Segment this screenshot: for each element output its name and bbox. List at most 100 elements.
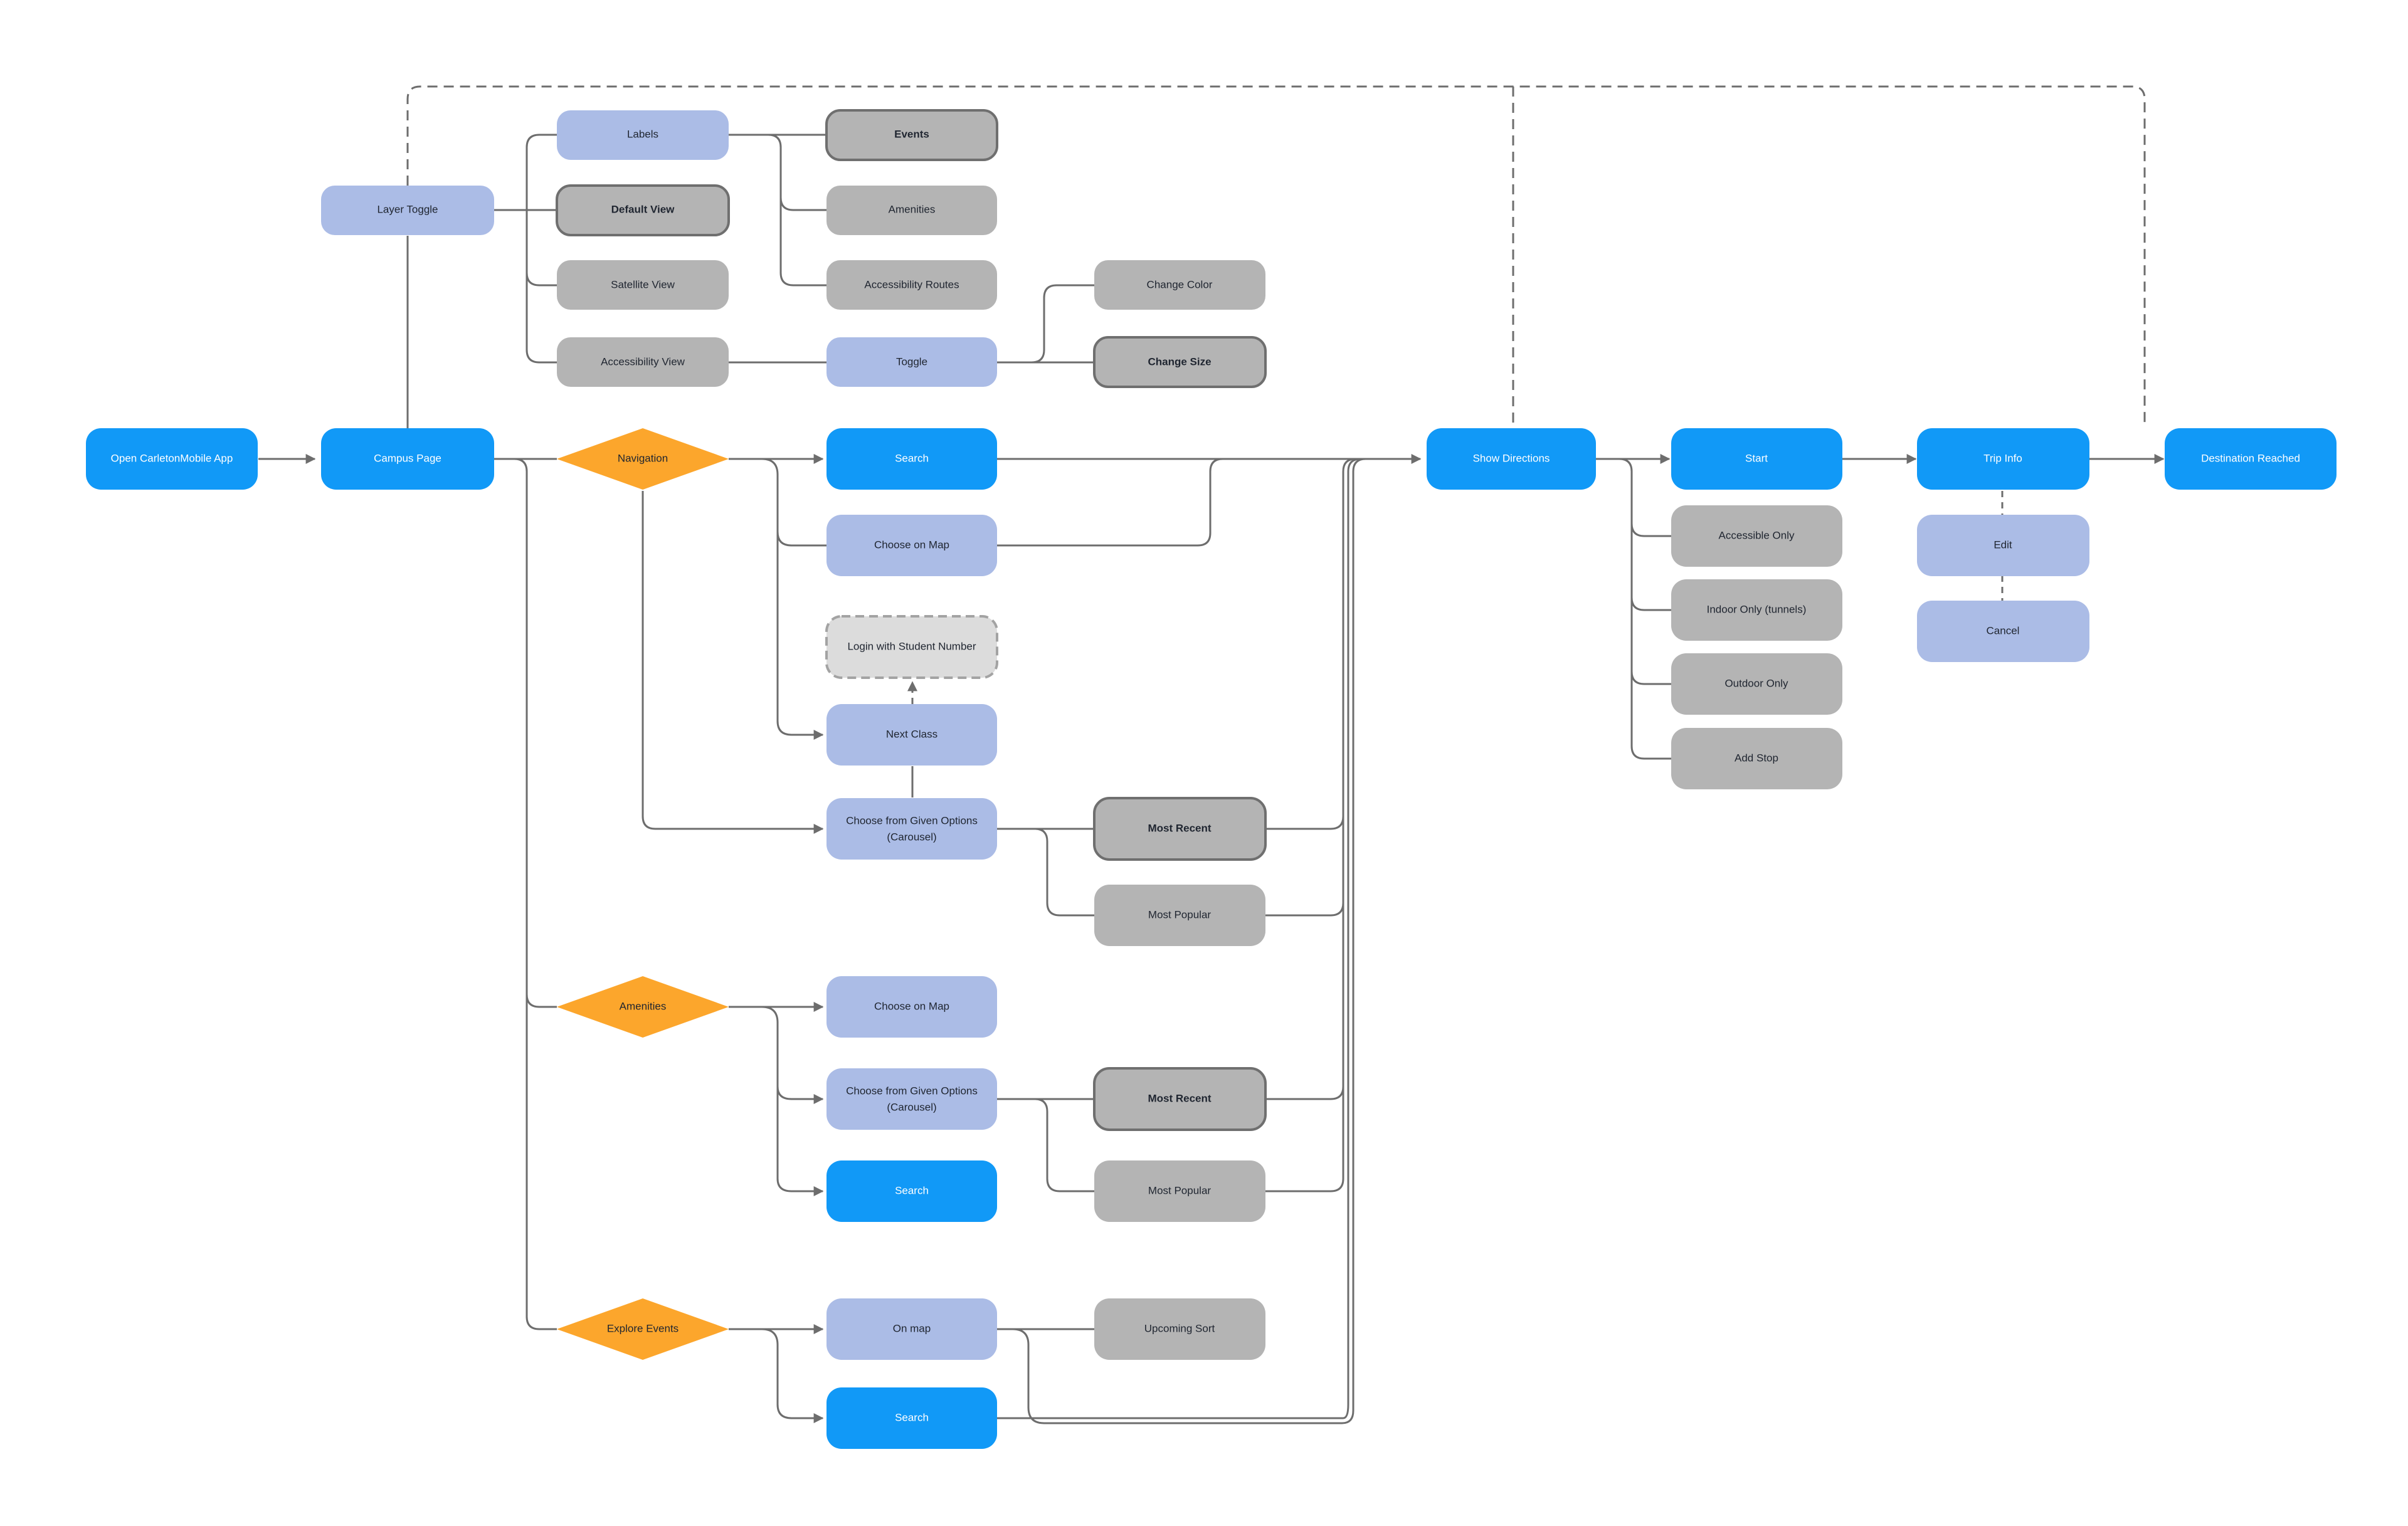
login-label: Login with Student Number bbox=[847, 640, 976, 652]
indoor-only-node[interactable]: Indoor Only (tunnels) bbox=[1671, 579, 1842, 641]
destination-label: Destination Reached bbox=[2201, 452, 2300, 464]
toggle-branch bbox=[1031, 284, 1094, 364]
next-class-label: Next Class bbox=[886, 728, 937, 740]
nav-most-popular-label: Most Popular bbox=[1148, 908, 1211, 920]
destination-node[interactable]: Destination Reached bbox=[2165, 428, 2337, 490]
return-connector bbox=[1265, 903, 1344, 1100]
nav-to-choose-map-connector bbox=[776, 531, 826, 547]
campus-page-node[interactable]: Campus Page bbox=[321, 428, 494, 490]
return-connector bbox=[1265, 458, 1356, 830]
cancel-label: Cancel bbox=[1987, 624, 2020, 636]
navigation-label: Navigation bbox=[618, 452, 668, 464]
cancel-node[interactable]: Cancel bbox=[1917, 601, 2089, 662]
am-most-popular-label: Most Popular bbox=[1148, 1184, 1211, 1196]
dashed-loop-connector bbox=[406, 85, 2146, 428]
edit-label: Edit bbox=[1993, 539, 2012, 550]
open-app-label: Open CarletonMobile App bbox=[111, 452, 233, 464]
am-most-recent-node[interactable]: Most Recent bbox=[1093, 1067, 1267, 1131]
default-view-node[interactable]: Default View bbox=[556, 184, 730, 236]
accessibility-view-node[interactable]: Accessibility View bbox=[557, 337, 729, 387]
am-search-label: Search bbox=[895, 1184, 929, 1196]
events-branch-connector bbox=[761, 1328, 824, 1423]
layer-toggle-branch bbox=[525, 272, 557, 287]
start-label: Start bbox=[1745, 452, 1768, 464]
toggle-label: Toggle bbox=[896, 355, 927, 367]
am-carousel-sublabel: (Carousel) bbox=[887, 1101, 936, 1113]
am-carousel-label: Choose from Given Options bbox=[846, 1085, 978, 1097]
labels-label: Labels bbox=[627, 128, 658, 140]
next-class-node[interactable]: Next Class bbox=[826, 704, 997, 766]
add-stop-node[interactable]: Add Stop bbox=[1671, 728, 1842, 789]
nav-to-carousel-connector bbox=[642, 491, 824, 834]
nav-carousel-sublabel: (Carousel) bbox=[887, 831, 936, 843]
start-node[interactable]: Start bbox=[1671, 428, 1842, 490]
satellite-view-label: Satellite View bbox=[611, 278, 675, 290]
amenities-layer-node[interactable]: Amenities bbox=[826, 186, 997, 235]
show-directions-label: Show Directions bbox=[1473, 452, 1550, 464]
am-most-popular-node[interactable]: Most Popular bbox=[1094, 1160, 1265, 1222]
indoor-only-label: Indoor Only (tunnels) bbox=[1707, 603, 1807, 615]
trip-info-label: Trip Info bbox=[1983, 452, 2022, 464]
explore-events-decision[interactable]: Explore Events bbox=[557, 1298, 729, 1360]
events-layer-label: Events bbox=[894, 128, 929, 140]
campus-page-label: Campus Page bbox=[374, 452, 441, 464]
events-layer-node[interactable]: Events bbox=[825, 109, 998, 161]
login-node[interactable]: Login with Student Number bbox=[825, 615, 998, 679]
am-choose-map-label: Choose on Map bbox=[874, 1000, 949, 1012]
directions-options-connector bbox=[1630, 671, 1671, 685]
amenities-label: Amenities bbox=[620, 1000, 667, 1012]
upcoming-sort-label: Upcoming Sort bbox=[1144, 1322, 1215, 1334]
campus-branch-connector bbox=[494, 458, 557, 1330]
amenities-decision[interactable]: Amenities bbox=[557, 976, 729, 1038]
nav-most-recent-node[interactable]: Most Recent bbox=[1093, 797, 1267, 861]
trip-info-node[interactable]: Trip Info bbox=[1917, 428, 2089, 490]
accessibility-routes-label: Accessibility Routes bbox=[864, 278, 959, 290]
labels-branch bbox=[779, 197, 826, 211]
am-carousel-node[interactable]: Choose from Given Options (Carousel) bbox=[826, 1068, 997, 1130]
accessible-only-node[interactable]: Accessible Only bbox=[1671, 505, 1842, 567]
accessible-only-label: Accessible Only bbox=[1719, 529, 1795, 541]
labels-node[interactable]: Labels bbox=[557, 110, 729, 160]
ev-on-map-node[interactable]: On map bbox=[826, 1298, 997, 1360]
choose-map-to-directions-connector bbox=[997, 458, 1223, 547]
ev-on-map-label: On map bbox=[893, 1322, 931, 1334]
directions-options-connector bbox=[1619, 458, 1671, 760]
am-choose-map-node[interactable]: Choose on Map bbox=[826, 976, 997, 1038]
toggle-node[interactable]: Toggle bbox=[826, 337, 997, 387]
explore-events-label: Explore Events bbox=[607, 1322, 679, 1334]
ev-search-label: Search bbox=[895, 1411, 929, 1423]
nav-choose-map-label: Choose on Map bbox=[874, 539, 949, 550]
nav-most-popular-node[interactable]: Most Popular bbox=[1094, 885, 1265, 946]
open-app-node[interactable]: Open CarletonMobile App bbox=[86, 428, 258, 490]
nav-search-node[interactable]: Search bbox=[826, 428, 997, 490]
nav-search-label: Search bbox=[895, 452, 929, 464]
am-carousel-branch bbox=[1034, 1098, 1094, 1192]
outdoor-only-node[interactable]: Outdoor Only bbox=[1671, 653, 1842, 715]
am-most-recent-label: Most Recent bbox=[1148, 1092, 1211, 1104]
nav-carousel-node[interactable]: Choose from Given Options (Carousel) bbox=[826, 798, 997, 860]
layer-toggle-node[interactable]: Layer Toggle bbox=[321, 186, 494, 235]
change-color-label: Change Color bbox=[1147, 278, 1213, 290]
nav-choose-map-node[interactable]: Choose on Map bbox=[826, 515, 997, 576]
edit-node[interactable]: Edit bbox=[1917, 515, 2089, 576]
return-connector bbox=[997, 458, 1361, 1419]
nav-branch-connector bbox=[761, 458, 824, 740]
nodes: Open CarletonMobile App Campus Page Laye… bbox=[86, 109, 2337, 1449]
show-directions-node[interactable]: Show Directions bbox=[1427, 428, 1596, 490]
ev-search-node[interactable]: Search bbox=[826, 1387, 997, 1449]
add-stop-label: Add Stop bbox=[1735, 752, 1778, 764]
accessibility-view-label: Accessibility View bbox=[601, 355, 685, 367]
navigation-decision[interactable]: Navigation bbox=[557, 428, 729, 490]
upcoming-sort-node[interactable]: Upcoming Sort bbox=[1094, 1298, 1265, 1360]
accessibility-routes-node[interactable]: Accessibility Routes bbox=[826, 260, 997, 310]
am-search-node[interactable]: Search bbox=[826, 1160, 997, 1222]
change-color-node[interactable]: Change Color bbox=[1094, 260, 1265, 310]
default-view-label: Default View bbox=[611, 203, 675, 215]
amenities-to-carousel-connector bbox=[776, 1086, 824, 1104]
satellite-view-node[interactable]: Satellite View bbox=[557, 260, 729, 310]
layer-toggle-label: Layer Toggle bbox=[377, 203, 438, 215]
amenities-branch-connector bbox=[761, 1006, 824, 1196]
labels-branch bbox=[768, 134, 826, 287]
change-size-node[interactable]: Change Size bbox=[1093, 336, 1267, 388]
